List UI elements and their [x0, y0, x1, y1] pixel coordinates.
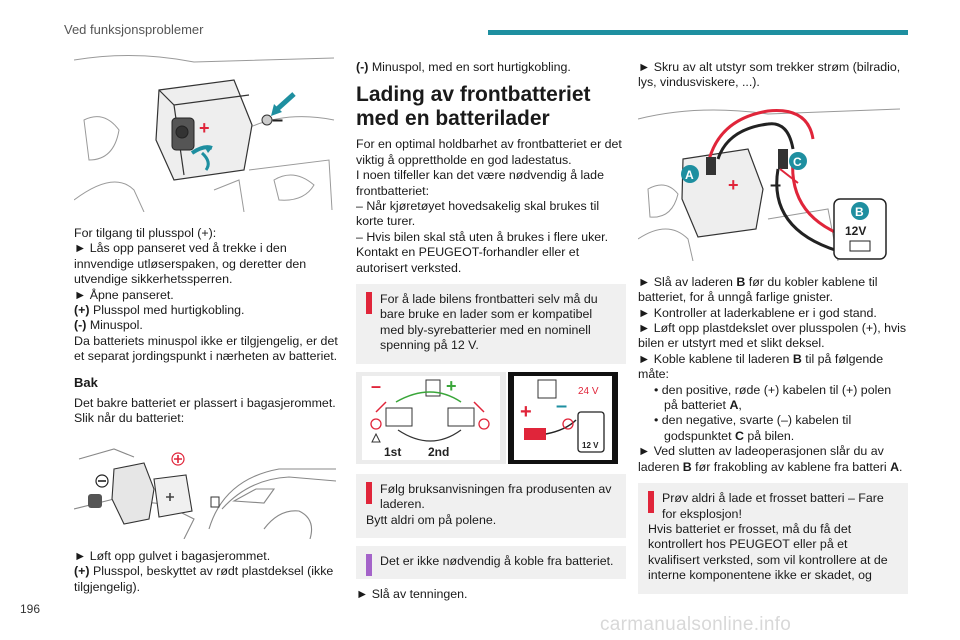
col2-p3: I noen tilfeller kan det være nødvendig …	[356, 168, 604, 198]
charger-connection-figure: A C + – B 12V	[638, 99, 900, 261]
col3-p3: ► Kontroller at laderkablene er i god st…	[638, 305, 877, 320]
engine-battery-illustration: + –	[74, 54, 335, 212]
watermark: carmanualsonline.info	[600, 614, 792, 635]
minus-label: –	[272, 109, 283, 131]
warning-note-charger: For å lade bilens frontbatteri selv må d…	[356, 284, 626, 364]
charger-compat-illustration: – + 1st 2nd 24 V + – 12 V	[356, 371, 618, 464]
col3-p5: ► Koble kablene til laderen B til på føl…	[638, 351, 884, 382]
column-1: + – For tilgang til plusspol (+): ► Lås …	[74, 50, 344, 595]
column-2: (-) Minuspol, med en sort hurtigkobling.…	[356, 50, 626, 603]
warning-icon	[366, 481, 372, 504]
charger-connection-illustration: A C + – B 12V	[638, 108, 900, 261]
col1-p4: (+) Plusspol med hurtigkobling.	[74, 303, 245, 318]
section-heading: Lading av frontbatteriet med en batteril…	[356, 83, 591, 131]
col2-p7: ► Slå av tenningen.	[356, 587, 468, 602]
info-icon	[366, 553, 372, 576]
col1-p5: (-) Minuspol.	[74, 318, 143, 333]
running-header: Ved funksjonsproblemer	[64, 22, 204, 37]
svg-text:+: +	[520, 401, 532, 423]
warning-icon	[648, 491, 654, 514]
warning-note-manual: Følg bruksanvisningen fra produsenten av…	[356, 473, 626, 538]
col3-bullet-2: • den negative, svarte (–) kabelen til g…	[654, 413, 852, 443]
label-12v: 12 V	[582, 441, 599, 450]
col1-p8: ► Løft opp gulvet i bagasjerommet.	[74, 548, 271, 563]
charger-compat-figure: – + 1st 2nd 24 V + – 12 V	[356, 371, 618, 464]
rear-battery-figure	[74, 439, 336, 539]
warning-icon	[366, 292, 372, 315]
col2-p1: (-) Minuspol, med en sort hurtigkobling.	[356, 60, 571, 74]
svg-text:–: –	[770, 174, 781, 196]
col2-p5: – Hvis bilen skal stå uten å brukes i fl…	[356, 229, 609, 244]
rear-battery-illustration	[74, 448, 336, 539]
col2-p4: – Når kjøretøyet hovedsakelig skal bruke…	[356, 199, 600, 229]
svg-text:+: +	[728, 175, 739, 195]
label-b: B	[855, 205, 864, 219]
col3-p6: ► Ved slutten av ladeoperasjonen slår du…	[638, 444, 903, 474]
col1-p3: ► Åpne panseret.	[74, 287, 174, 302]
col1-p1: For tilgang til plusspol (+):	[74, 226, 217, 240]
label-2nd: 2nd	[428, 445, 449, 459]
header-accent-bar	[488, 30, 908, 35]
col3-p1: ► Skru av alt utstyr som trekker strøm (…	[638, 60, 901, 90]
col2-p2: For en optimal holdbarhet av frontbatter…	[356, 137, 622, 167]
info-note: Det er ikke nødvendig å koble fra batter…	[356, 545, 626, 580]
svg-text:–: –	[371, 376, 381, 396]
warning-note-frozen: Prøv aldri å lade et frosset batteri – F…	[638, 483, 908, 594]
col1-p2: ► Lås opp panseret ved å trekke i den in…	[74, 241, 307, 287]
label-1st: 1st	[384, 445, 401, 459]
engine-battery-figure: + –	[74, 50, 336, 212]
svg-text:–: –	[556, 395, 567, 417]
col2-p6: Kontakt en PEUGEOT-forhandler eller et a…	[356, 245, 580, 275]
column-3: ► Skru av alt utstyr som trekker strøm (…	[638, 50, 908, 602]
plus-label: +	[199, 118, 210, 138]
col1-p6: Da batteriets minuspol ikke er tilgjenge…	[74, 333, 338, 364]
col3-p2: ► Slå av laderen B før du kobler kablene…	[638, 274, 878, 305]
page-number: 196	[20, 602, 41, 616]
subheading-bak: Bak	[74, 374, 98, 390]
col1-p9: (+) Plusspol, beskyttet av rødt plastdek…	[74, 564, 334, 594]
col3-p4: ► Løft opp plastdekslet over plusspolen …	[638, 321, 907, 351]
label-12v: 12V	[845, 224, 866, 238]
col1-p7: Det bakre batteriet er plassert i bagasj…	[74, 396, 336, 426]
label-a: A	[685, 168, 694, 182]
label-c: C	[793, 155, 802, 169]
label-24v: 24 V	[578, 386, 599, 397]
col3-bullet-1: • den positive, røde (+) kabelen til (+)…	[654, 382, 892, 413]
svg-text:+: +	[446, 376, 457, 396]
